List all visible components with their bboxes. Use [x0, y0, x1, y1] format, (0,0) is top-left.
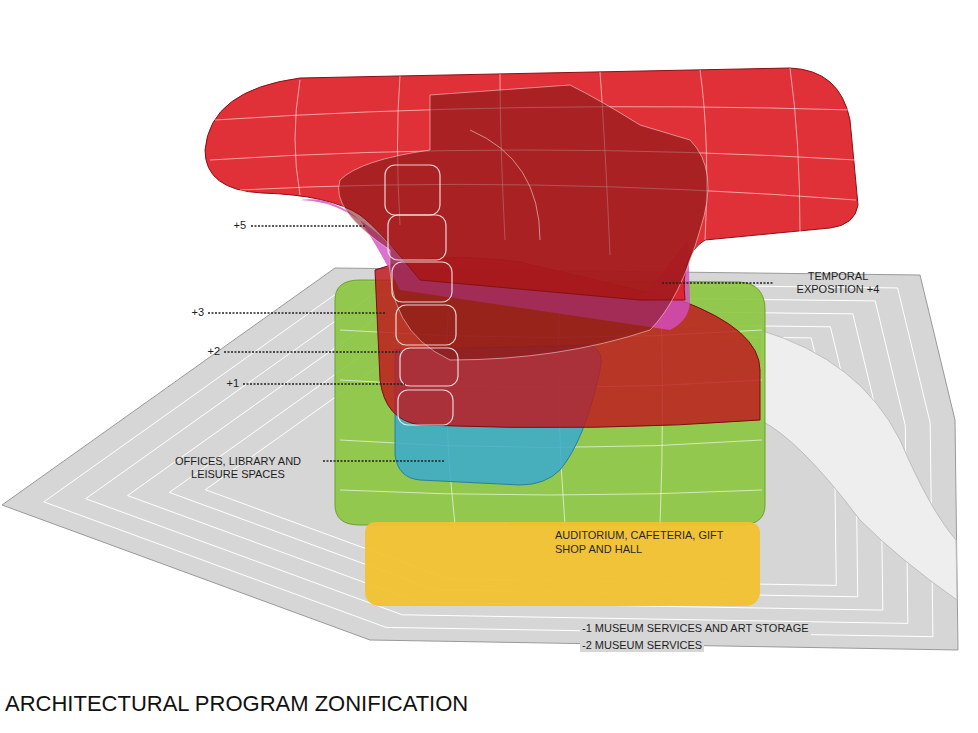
zone-label: TEMPORAL EXPOSITION +4 [778, 270, 898, 296]
diagram-title: ARCHITECTURAL PROGRAM ZONIFICATION [5, 691, 468, 717]
zone-label: OFFICES, LIBRARY AND LEISURE SPACES [158, 455, 318, 481]
lobe-edge [470, 130, 540, 240]
level-callout: +2 [207, 345, 220, 358]
leader-lines [208, 226, 773, 461]
level-callout: +3 [191, 306, 204, 319]
zone-label: -2 MUSEUM SERVICES [580, 639, 704, 652]
exhibition-lobe [339, 85, 708, 360]
zone-label: AUDITORIUM, CAFETERIA, GIFT SHOP AND HAL… [555, 528, 733, 556]
zone-label: -1 MUSEUM SERVICES AND ART STORAGE [580, 622, 811, 635]
program-band: AUDITORIUM, CAFETERIA, GIFT SHOP AND HAL… [365, 522, 760, 606]
level-callout: +1 [226, 377, 239, 390]
site-ramp [760, 330, 957, 600]
level-callout: +5 [233, 219, 246, 232]
ramp-stack [385, 165, 458, 425]
